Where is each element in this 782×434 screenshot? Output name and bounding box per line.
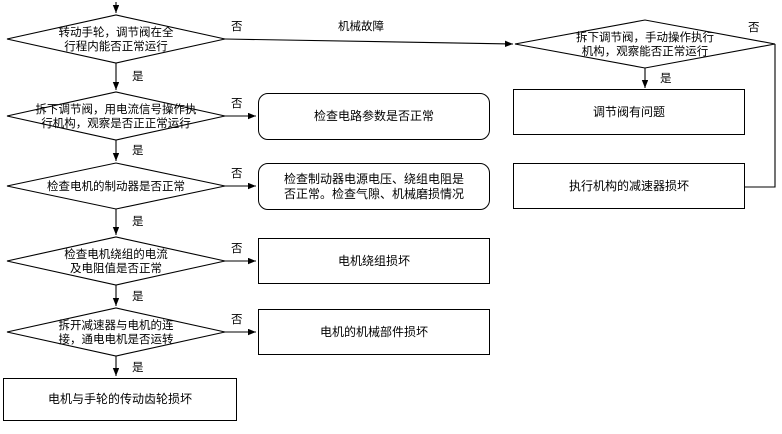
process-r1[interactable]: 检查电路参数是否正常 bbox=[258, 93, 490, 140]
decision-d3-label: 检查电机的制动器是否正常 bbox=[46, 178, 185, 193]
process-r2[interactable]: 检查制动器电源电压、绕组电阻是 否正常。检查气隙、机械磨损情况 bbox=[258, 163, 490, 210]
edge-label-d2-no: 否 bbox=[231, 96, 243, 110]
decision-d2[interactable]: 拆下调节阀，用电流信号操作执 行机构，观察是否正正常运行 bbox=[7, 92, 225, 140]
edge-label-d5-no: 否 bbox=[231, 312, 243, 326]
edge-label-d4-yes: 是 bbox=[132, 289, 144, 303]
edge-label-d6-yes: 是 bbox=[660, 71, 672, 85]
process-r2-label: 检查制动器电源电压、绕组电阻是 否正常。检查气隙、机械磨损情况 bbox=[283, 171, 464, 201]
edge-label-d1-yes: 是 bbox=[132, 69, 144, 83]
edge-label-mechanical-fault: 机械故障 bbox=[338, 19, 384, 33]
result-b3[interactable]: 电机与手轮的传动齿轮损坏 bbox=[3, 378, 237, 421]
result-b4[interactable]: 调节阀有问题 bbox=[513, 89, 745, 135]
decision-d2-label: 拆下调节阀，用电流信号操作执 行机构，观察是否正正常运行 bbox=[35, 101, 197, 130]
decision-d4-label: 检查电机绕组的电流 及电阻值是否正常 bbox=[64, 246, 168, 275]
result-b2[interactable]: 电机的机械部件损坏 bbox=[258, 309, 490, 355]
result-b3-label: 电机与手轮的传动齿轮损坏 bbox=[47, 392, 192, 406]
decision-d3[interactable]: 检查电机的制动器是否正常 bbox=[7, 163, 225, 209]
result-b5-label: 执行机构的减速器损坏 bbox=[568, 178, 689, 193]
edge-label-d5-yes: 是 bbox=[132, 360, 144, 374]
decision-d5-label: 拆开减速器与电机的连 接，通电电机是否运转 bbox=[58, 317, 174, 346]
result-b1-label: 电机绕组损坏 bbox=[337, 253, 410, 268]
decision-d1-label: 转动手轮，调节阀在全 行程内能否正常运行 bbox=[58, 24, 174, 53]
edge-label-d6-no: 否 bbox=[748, 20, 760, 34]
decision-d5[interactable]: 拆开减速器与电机的连 接，通电电机是否运转 bbox=[7, 308, 225, 356]
edge-label-d3-yes: 是 bbox=[132, 214, 144, 228]
decision-d4[interactable]: 检查电机绕组的电流 及电阻值是否正常 bbox=[7, 237, 225, 285]
edge-d1-no-to-d6 bbox=[224, 38, 514, 48]
decision-d1[interactable]: 转动手轮，调节阀在全 行程内能否正常运行 bbox=[7, 15, 225, 63]
result-b1[interactable]: 电机绕组损坏 bbox=[258, 238, 490, 284]
result-b4-label: 调节阀有问题 bbox=[592, 104, 665, 119]
edge-label-d2-yes: 是 bbox=[132, 143, 144, 157]
edge-label-d4-no: 否 bbox=[231, 241, 243, 255]
edge-label-d3-no: 否 bbox=[231, 166, 243, 180]
edge-label-d1-no: 否 bbox=[231, 19, 243, 33]
result-b5[interactable]: 执行机构的减速器损坏 bbox=[513, 163, 745, 209]
result-b2-label: 电机的机械部件损坏 bbox=[319, 324, 428, 339]
process-r1-label: 检查电路参数是否正常 bbox=[313, 109, 434, 123]
decision-d6[interactable]: 拆下调节阀，手动操作执行 机构，观察能否正常运行 bbox=[515, 20, 775, 68]
decision-d6-label: 拆下调节阀，手动操作执行 机构，观察能否正常运行 bbox=[576, 29, 714, 58]
